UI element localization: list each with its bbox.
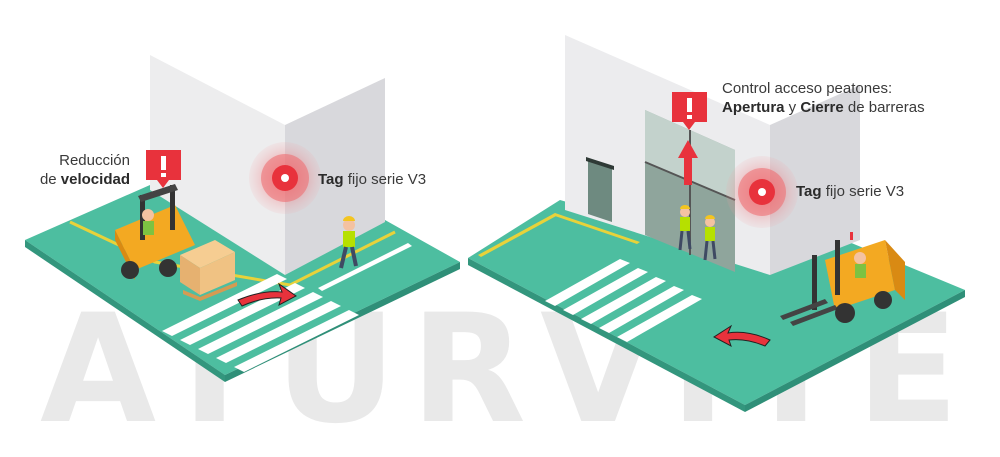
- left-stop-line: [318, 243, 412, 291]
- left-pedestrian-worker: [339, 216, 358, 269]
- left-wall-side: [285, 78, 385, 275]
- speed-reduction-label: Reducción de velocidad: [20, 151, 130, 189]
- left-tag-beacon: [249, 142, 321, 214]
- right-floor-edge-right: [745, 290, 965, 412]
- right-pedestrian-workers: [678, 205, 717, 261]
- right-scene: [468, 35, 965, 412]
- right-building-side: [770, 85, 860, 275]
- right-crosswalk: [545, 259, 702, 342]
- right-side-door: [588, 160, 612, 222]
- left-tag-label: Tag fijo serie V3: [318, 171, 427, 188]
- pedestrian-access-label: Control acceso peatones: Apertura y Cier…: [722, 79, 925, 117]
- left-cargo-boxes: [180, 240, 237, 301]
- right-floor: [468, 200, 965, 405]
- speed-label-line1: Reducción: [59, 152, 130, 169]
- right-lane-line: [478, 213, 558, 257]
- right-forklift: [780, 232, 905, 326]
- speed-label-line2: de velocidad: [39, 171, 130, 188]
- access-label-line1: Control acceso peatones:: [722, 80, 893, 97]
- right-tag-beacon: [726, 156, 798, 228]
- right-barrier-up-arrow: [678, 140, 698, 185]
- right-alert-icon: [672, 92, 707, 130]
- access-label-line2: Apertura y Cierre de barreras: [722, 99, 925, 116]
- left-crosswalk: [162, 274, 359, 372]
- left-forklift: [115, 184, 195, 280]
- right-tag-label: Tag fijo serie V3: [796, 183, 905, 200]
- left-floor-edge: [25, 240, 225, 382]
- left-wall-face: [150, 55, 285, 275]
- right-lane-line-2: [552, 213, 640, 244]
- left-scene: [25, 55, 460, 382]
- right-floor-edge: [468, 258, 745, 412]
- left-turn-arrow: [237, 282, 297, 307]
- right-turn-arrow: [713, 324, 771, 348]
- left-alert-icon: [146, 150, 181, 188]
